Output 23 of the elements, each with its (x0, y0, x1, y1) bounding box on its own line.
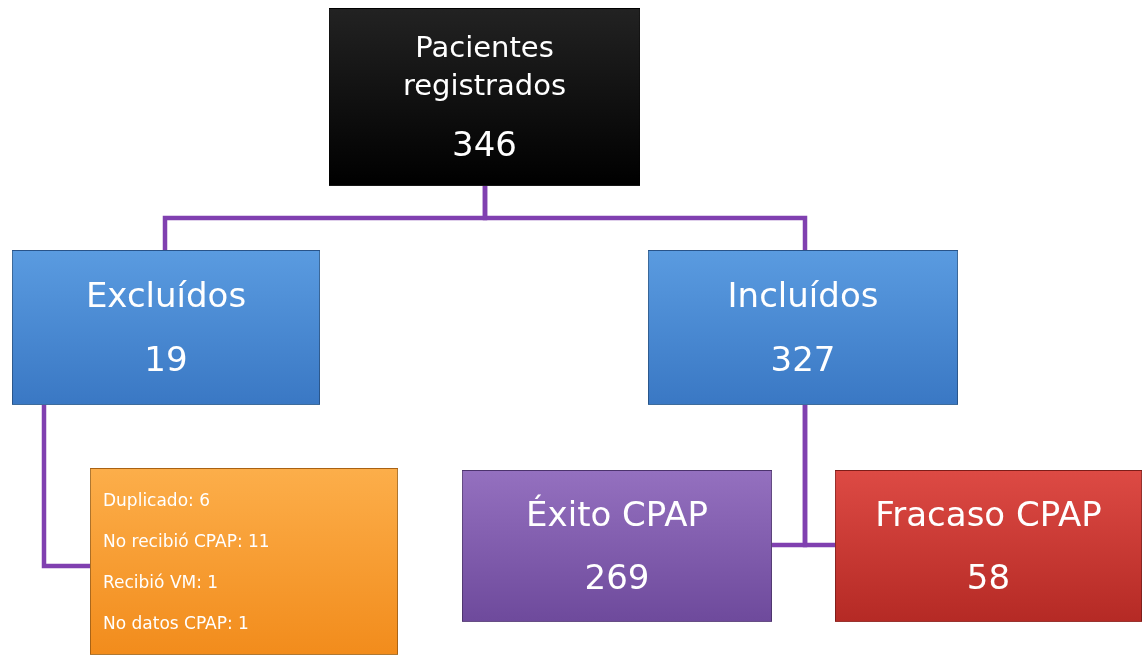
box-text: Duplicado: 6 (103, 489, 210, 511)
flow-box (12, 250, 320, 405)
box-text: No datos CPAP: 1 (103, 612, 249, 634)
box-text: Excluídos (85, 274, 247, 316)
box-text: 58 (966, 557, 1011, 599)
box-text: No recibió CPAP: 11 (103, 530, 270, 552)
box-text: Éxito CPAP (526, 493, 708, 535)
box-text: 19 (144, 339, 188, 381)
connector-line (482, 186, 808, 250)
flow-box (648, 250, 958, 405)
flow-box (329, 8, 640, 186)
box-text: Recibió VM: 1 (103, 571, 219, 593)
flow-box (462, 470, 772, 622)
box-text: 346 (452, 124, 517, 166)
connector-line (802, 405, 835, 548)
box-text: Pacientes registrados (402, 28, 567, 104)
connector-line (41, 405, 90, 569)
box-text: 327 (770, 339, 836, 381)
box-text: Incluídos (727, 274, 879, 316)
flow-box (90, 468, 398, 655)
flow-box (835, 470, 1142, 622)
box-text: 269 (584, 557, 650, 599)
box-text: Fracaso CPAP (875, 493, 1102, 535)
